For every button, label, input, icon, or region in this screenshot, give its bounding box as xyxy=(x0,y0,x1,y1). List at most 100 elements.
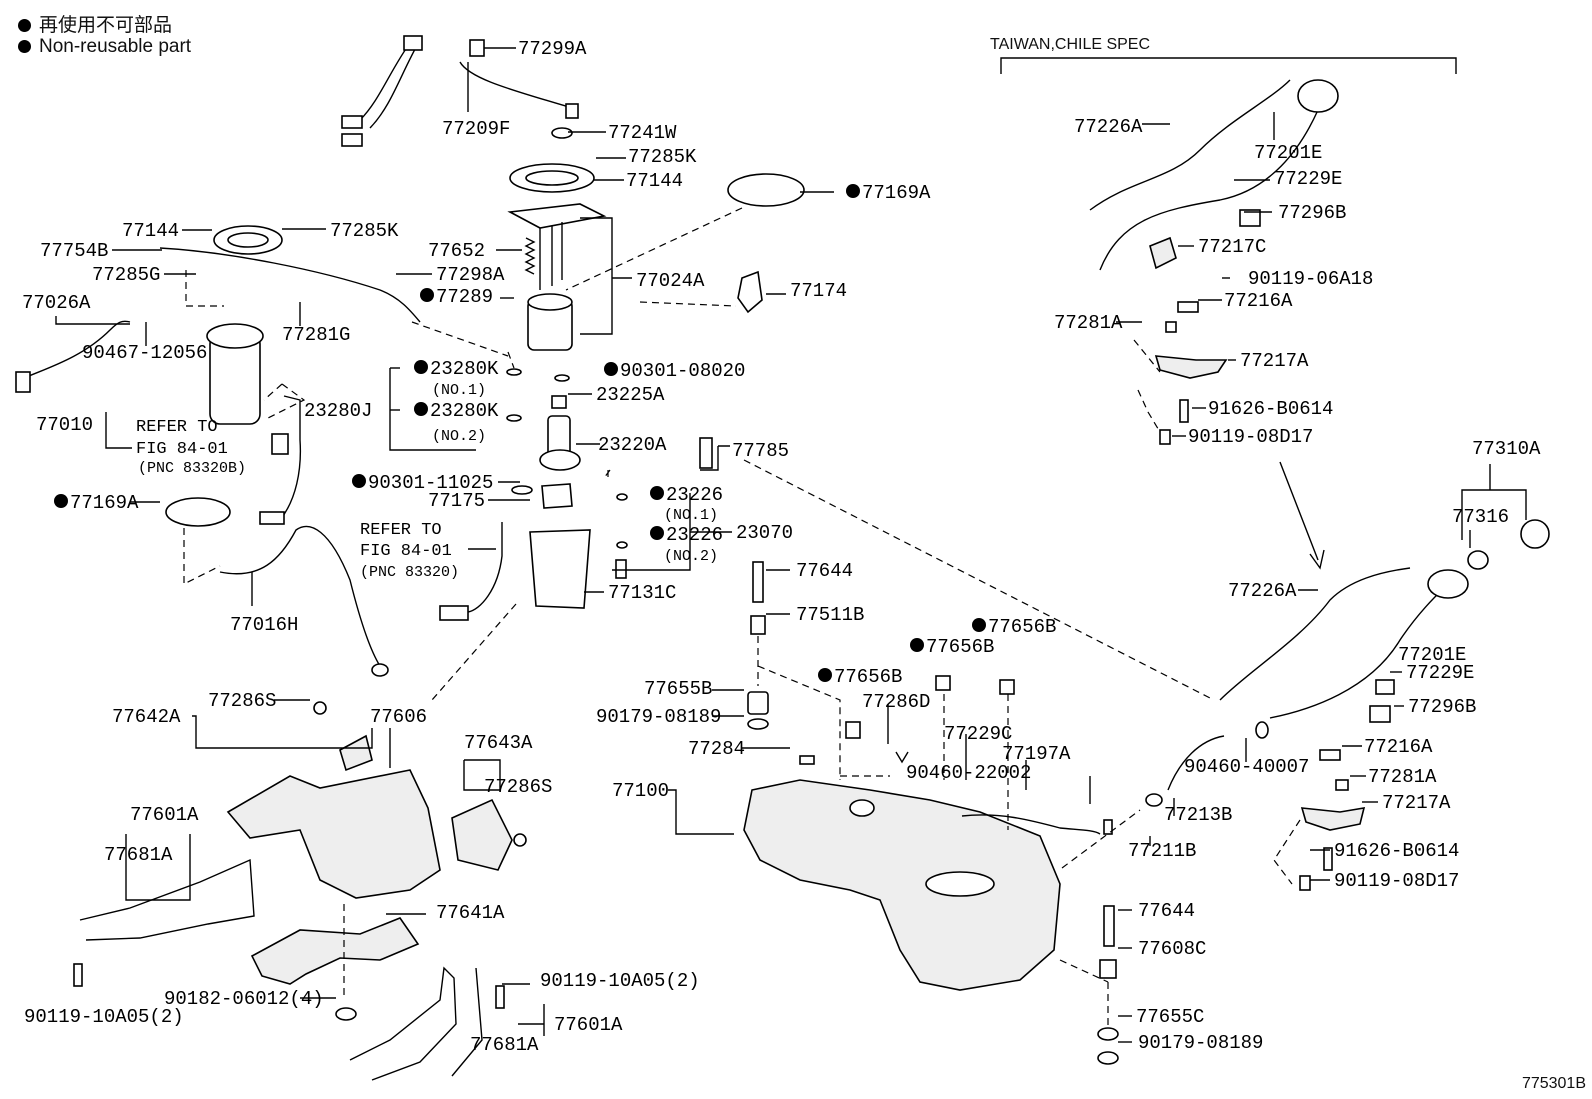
nut-shape xyxy=(1097,1027,1119,1041)
part-number-label: 77655B xyxy=(644,678,712,700)
part-number-label: 77296B xyxy=(1278,202,1346,224)
bracket-shape xyxy=(1149,236,1177,270)
clip-shape xyxy=(1335,779,1349,791)
clip-shape xyxy=(895,751,909,764)
tank-opening-shape xyxy=(925,871,995,897)
non-reusable-dot-icon xyxy=(420,288,434,302)
dashed-guides xyxy=(183,207,1301,1030)
part-number-label: 91626-B0614 xyxy=(1334,840,1459,862)
bolt-shape xyxy=(1299,875,1311,891)
part-number-label: 77026A xyxy=(22,292,91,314)
part-number-label: FIG 84-01 xyxy=(136,440,228,459)
part-number-label: 77285G xyxy=(92,264,160,286)
non-reusable-dot-icon xyxy=(18,19,31,32)
pressure-regulator-shape xyxy=(541,483,573,509)
nut-shape xyxy=(335,1007,357,1021)
part-number-label: 90301-08020 xyxy=(620,360,745,382)
gasket-shape xyxy=(1467,550,1489,570)
pump-cup-shape xyxy=(529,529,591,609)
part-number-label: 77286S xyxy=(484,776,552,798)
tank-band-shape xyxy=(79,858,255,941)
part-number-label: 23226 xyxy=(666,484,723,506)
float-shape xyxy=(439,605,469,621)
part-number-label: 23280J xyxy=(304,400,372,422)
part-number-label: 77217A xyxy=(1382,792,1451,814)
part-number-label: 77229E xyxy=(1274,168,1342,190)
heat-insulator-shape xyxy=(226,769,441,899)
bracket-shape xyxy=(1300,807,1366,831)
grommet-shape xyxy=(999,679,1015,695)
part-number-label: 77656B xyxy=(926,636,994,658)
part-number-label: 77226A xyxy=(1228,580,1297,602)
part-number-label: 77213B xyxy=(1164,804,1232,826)
tank-band-shape xyxy=(349,966,457,1081)
hose-end-shape xyxy=(371,663,389,677)
part-number-label: 77216A xyxy=(1224,290,1293,312)
part-number-label: 77652 xyxy=(428,240,485,262)
part-number-label: 77606 xyxy=(370,706,427,728)
bracket-shape xyxy=(339,734,373,772)
clip-shape xyxy=(1165,321,1177,333)
non-reusable-dot-icon xyxy=(972,618,986,632)
part-number-label: 90119-10A05(2) xyxy=(540,970,700,992)
part-number-label: 77281A xyxy=(1368,766,1437,788)
bolt-shape xyxy=(495,985,505,1009)
part-number-label: 77644 xyxy=(796,560,853,582)
part-number-label: 77241W xyxy=(608,122,677,144)
part-number-label: 77024A xyxy=(636,270,705,292)
valve-shape xyxy=(615,559,627,579)
part-number-label: (NO.2) xyxy=(432,428,486,445)
part-number-label: 77229C xyxy=(944,723,1012,745)
part-number-label: 77656B xyxy=(834,666,902,688)
hose-shape xyxy=(219,525,381,667)
connector-shape xyxy=(699,437,713,469)
part-number-label: 77655C xyxy=(1136,1006,1204,1028)
part-number-label: 77316 xyxy=(1452,506,1509,528)
part-number-label: 77217A xyxy=(1240,350,1309,372)
part-number-label: 77601A xyxy=(130,804,199,826)
filler-pipe-shape xyxy=(1099,109,1319,271)
non-reusable-dot-icon xyxy=(604,362,618,376)
heat-insulator-shape xyxy=(250,917,420,985)
hose-shape xyxy=(961,814,1101,835)
part-number-label: 77681A xyxy=(470,1034,539,1056)
float-shape xyxy=(259,511,285,525)
part-number-label: 77511B xyxy=(796,604,864,626)
non-reusable-dot-icon xyxy=(910,638,924,652)
sensor-shape xyxy=(752,561,764,603)
breather-pipe-shape xyxy=(1089,79,1291,211)
pump-bracket-rods xyxy=(539,222,563,290)
clip-shape xyxy=(469,39,485,57)
connector-shape xyxy=(403,35,423,51)
arrow-head-shape xyxy=(1309,549,1325,570)
part-number-label: 77229E xyxy=(1406,662,1474,684)
part-number-label: 77656B xyxy=(988,616,1056,638)
filter-cap-shape xyxy=(551,395,567,409)
o-ring-shape xyxy=(506,368,522,376)
spec-bracket xyxy=(1000,57,1457,74)
part-number-label: 77643A xyxy=(464,732,533,754)
hose-shape xyxy=(159,247,421,323)
part-number-label: 90119-06A18 xyxy=(1248,268,1373,290)
filler-neck-shape xyxy=(1297,79,1339,113)
nut-shape xyxy=(747,718,769,730)
part-number-label: FIG 84-01 xyxy=(360,542,452,561)
part-number-label: 77197A xyxy=(1002,743,1071,765)
grommet-shape xyxy=(845,721,861,739)
bracket-shape xyxy=(1319,749,1341,761)
part-number-label: 90460-22002 xyxy=(906,762,1031,784)
non-reusable-dot-icon xyxy=(818,668,832,682)
grommet-shape xyxy=(747,691,769,715)
o-ring-shape xyxy=(554,374,570,382)
part-number-label: 77284 xyxy=(688,738,745,760)
part-number-label: 77285K xyxy=(628,146,697,168)
nut-shape xyxy=(1097,1051,1119,1065)
sender-arm-shape xyxy=(467,522,503,613)
part-number-label: 77175 xyxy=(428,490,485,512)
fuel-cap-shape xyxy=(1520,519,1550,549)
part-number-label: 77209F xyxy=(442,118,510,140)
tank-band-shape xyxy=(451,967,483,1077)
part-number-label: 90460-40007 xyxy=(1184,756,1309,778)
protector-shape xyxy=(451,798,513,871)
